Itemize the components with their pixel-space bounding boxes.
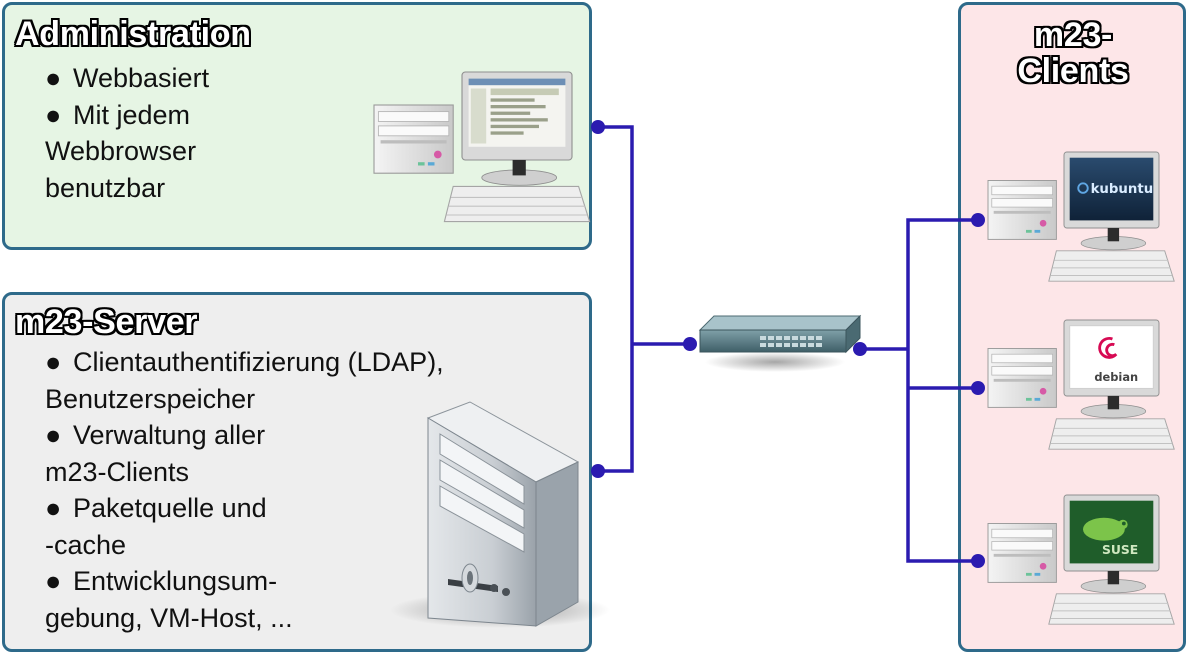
list-item-text: benutzbar <box>45 172 166 203</box>
list-item: ● Clientauthentifizierung (LDAP), Benutze… <box>45 344 515 417</box>
administration-bullet-list: ● Webbasiert ● Mit jedem Webbrowser benutz… <box>45 60 245 206</box>
bullet-icon: ● <box>45 566 62 596</box>
client-kubuntu-workstation-icon: kubuntu <box>987 151 1175 282</box>
bullet-icon: ● <box>45 99 62 130</box>
list-item: ● Webbasiert <box>45 60 245 97</box>
list-item-text: -cache <box>45 529 127 560</box>
list-item-text: m23-Clients <box>45 456 190 487</box>
bullet-icon: ● <box>45 420 62 450</box>
list-item: ● Mit jedem Webbrowser benutzbar <box>45 97 245 207</box>
list-item: ● Verwaltung aller m23-Clients <box>45 417 515 490</box>
list-item-text: Webbrowser <box>45 136 197 166</box>
server-title: m23-Server <box>15 303 198 341</box>
list-item-text: Benutzerspeicher <box>45 383 256 414</box>
clients-title-line: Clients <box>1017 52 1129 90</box>
client-suse-workstation-icon: SUSE <box>987 494 1175 625</box>
list-item: ● Entwicklungsum- gebung, VM-Host, ... <box>45 563 515 636</box>
client-debian-workstation-icon: debian <box>987 319 1175 450</box>
administration-title: Administration <box>15 15 251 53</box>
bullet-icon: ● <box>45 493 62 523</box>
suse-logo-text: SUSE <box>1102 543 1138 557</box>
clients-title-line: m23- <box>1033 16 1113 54</box>
list-item-text: gebung, VM-Host, ... <box>45 602 293 633</box>
debian-logo-text: debian <box>1094 370 1138 384</box>
list-item-text: Webbasiert <box>73 63 210 93</box>
list-item-text: Verwaltung aller <box>73 420 266 450</box>
list-item-text: Clientauthentifizierung (LDAP), <box>73 347 444 377</box>
connector-lines <box>598 125 978 563</box>
list-item: ● Paketquelle und -cache <box>45 490 515 563</box>
server-bullet-list: ● Clientauthentifizierung (LDAP), Benutze… <box>45 344 515 636</box>
bullet-icon: ● <box>45 63 62 93</box>
admin-workstation-icon <box>373 71 591 223</box>
kubuntu-logo-text: kubuntu <box>1091 182 1154 197</box>
list-item-text: Entwicklungsum- <box>73 566 278 596</box>
list-item-text: Paketquelle und <box>73 493 267 523</box>
server-tower-icon <box>390 401 610 628</box>
connector-endpoint-icons <box>591 120 985 568</box>
network-switch-icon <box>698 314 862 372</box>
bullet-icon: ● <box>45 347 62 377</box>
clients-title: m23- Clients <box>961 17 1185 89</box>
list-item-text: Mit jedem <box>73 99 191 130</box>
